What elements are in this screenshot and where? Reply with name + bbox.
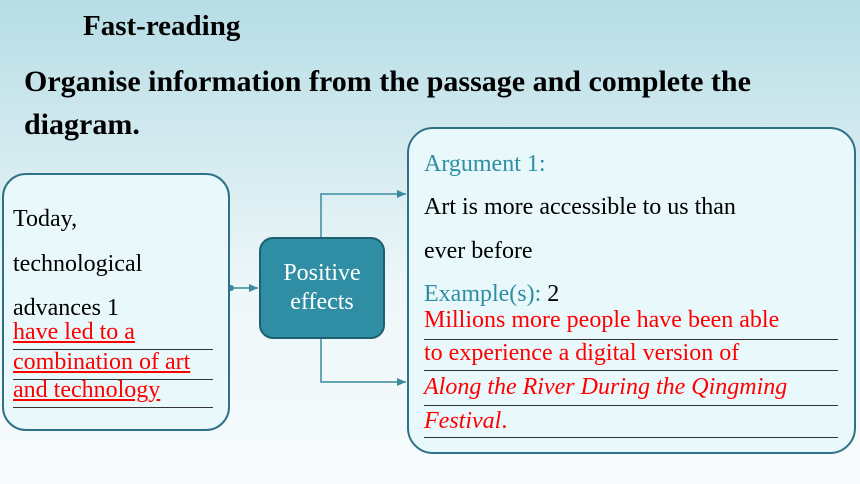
- example-number: 2: [547, 281, 560, 307]
- cause-line-1: Today,: [13, 206, 78, 232]
- lower-branch-arrow: [320, 339, 406, 386]
- answer-blank-line: [424, 370, 838, 371]
- example-label: Example(s):: [424, 281, 542, 307]
- cause-line-3: advances 1: [13, 295, 119, 321]
- answer-blank-line: [13, 349, 213, 350]
- example-answer-2: to experience a digital version of: [424, 340, 740, 366]
- argument-line-1: Art is more accessible to us than: [424, 194, 736, 220]
- section-heading: Fast-reading: [83, 10, 241, 42]
- cause-box: [2, 173, 230, 431]
- example-answer-title-end: Festival: [424, 408, 502, 434]
- example-row: Example(s): 2: [424, 281, 559, 308]
- instruction-text: Organise information from the passage an…: [24, 65, 751, 141]
- upper-branch-arrow: [320, 190, 406, 237]
- cause-answer-3: and technology: [13, 377, 161, 403]
- argument-box: [407, 127, 856, 454]
- cause-answer-1: have led to a: [13, 319, 135, 345]
- cause-answer-2: combination of art: [13, 349, 191, 375]
- example-answer-4: Festival.: [424, 408, 507, 435]
- cause-line-2: technological: [13, 251, 143, 277]
- answer-blank-line: [424, 339, 838, 340]
- answer-blank-line: [424, 437, 838, 438]
- answer-blank-line: [13, 379, 213, 380]
- positive-effects-box: Positive effects: [259, 237, 385, 339]
- argument-label: Argument 1:: [424, 151, 546, 177]
- answer-blank-line: [424, 405, 838, 406]
- positive-effects-line-1: Positive: [283, 260, 361, 286]
- positive-effects-line-2: effects: [290, 289, 354, 315]
- example-answer-1: Millions more people have been able: [424, 307, 780, 333]
- answer-blank-line: [13, 407, 213, 408]
- argument-line-2: ever before: [424, 238, 533, 264]
- example-answer-3: Along the River During the Qingming: [424, 374, 788, 400]
- example-answer-period: .: [501, 408, 508, 434]
